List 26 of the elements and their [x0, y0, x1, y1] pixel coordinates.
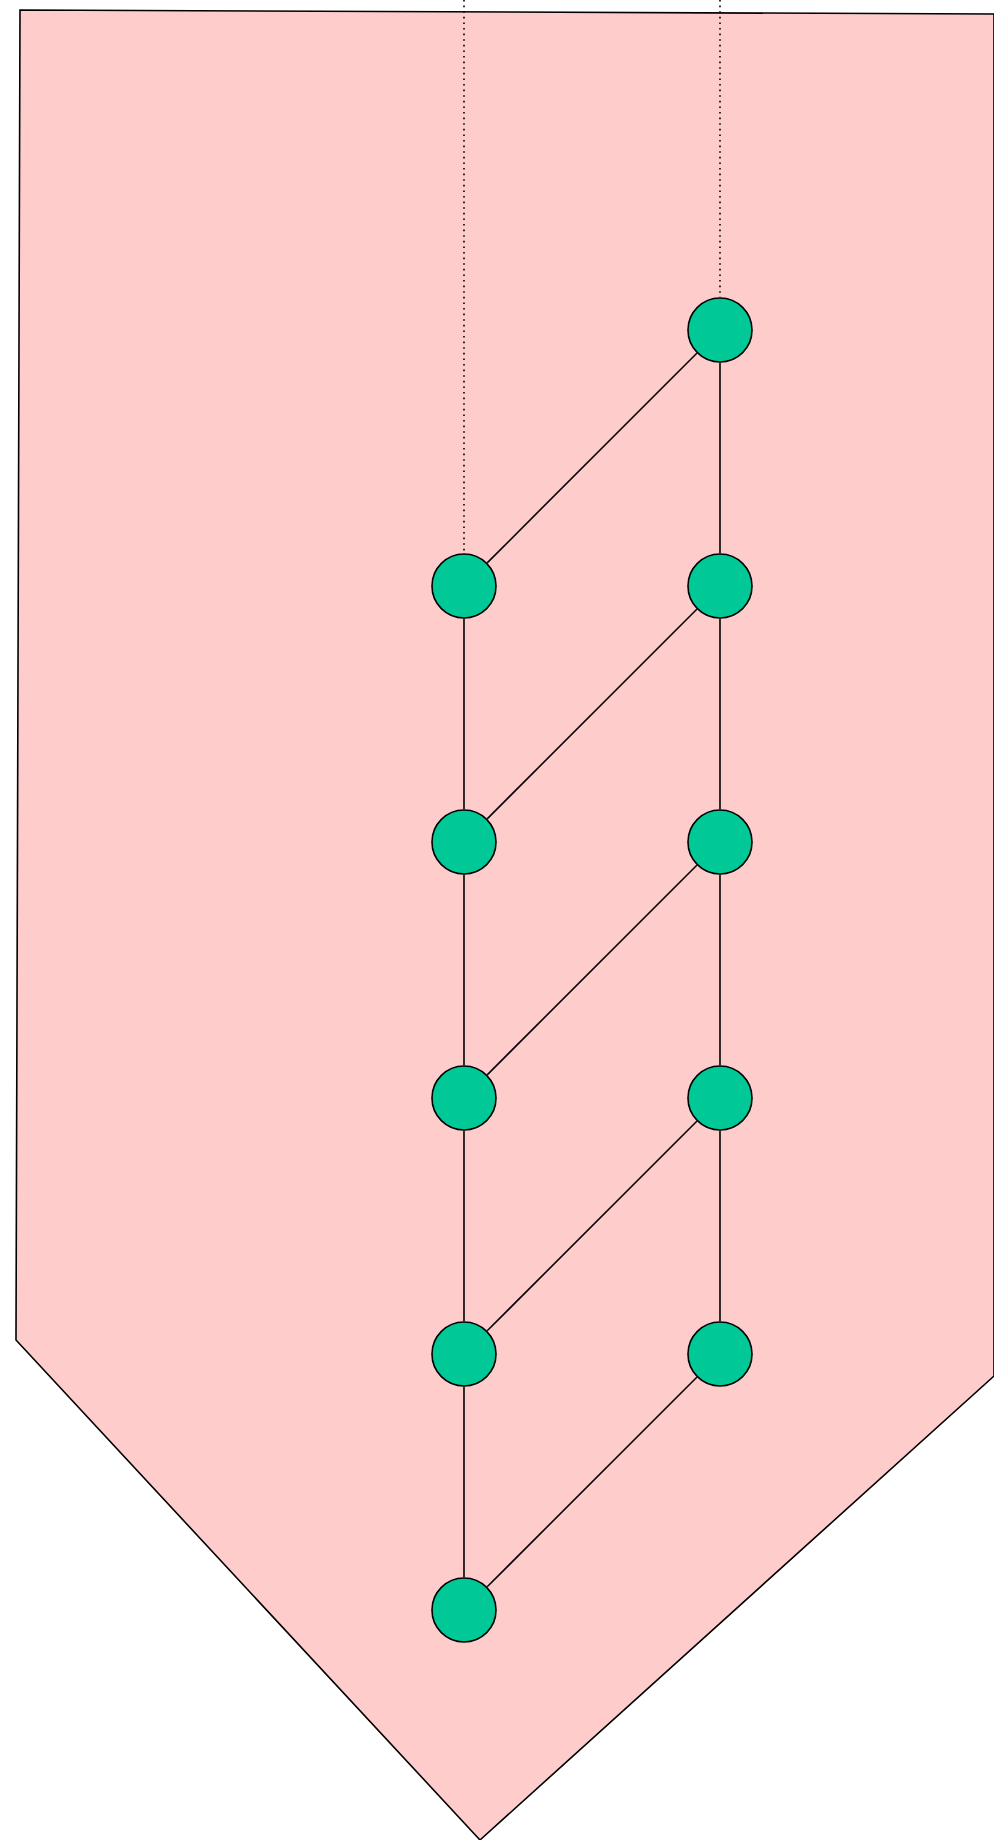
connector-line	[719, 874, 721, 1066]
connector-line	[463, 874, 465, 1066]
connector-line	[463, 618, 465, 810]
circle-dot	[687, 809, 753, 875]
circle-dot	[687, 1065, 753, 1131]
connector-line	[486, 352, 698, 564]
connector-line	[486, 1120, 698, 1332]
circle-dot	[431, 1321, 497, 1387]
connector-line	[486, 864, 698, 1076]
connector-line	[719, 618, 721, 810]
connector-line	[463, 1386, 465, 1578]
circle-dot	[687, 553, 753, 619]
dotted-line	[719, 0, 721, 298]
connector-line	[486, 1376, 698, 1588]
circle-dot	[431, 809, 497, 875]
circle-dot	[687, 1321, 753, 1387]
connector-line	[486, 608, 698, 820]
circle-dot	[431, 1577, 497, 1643]
connector-line	[719, 362, 721, 554]
circle-dot	[687, 297, 753, 363]
dotted-line	[463, 0, 465, 554]
pentagon-shape	[15, 9, 994, 1840]
circle-dot	[431, 553, 497, 619]
circle-dot	[431, 1065, 497, 1131]
connector-line	[463, 1130, 465, 1322]
connector-line	[719, 1130, 721, 1322]
